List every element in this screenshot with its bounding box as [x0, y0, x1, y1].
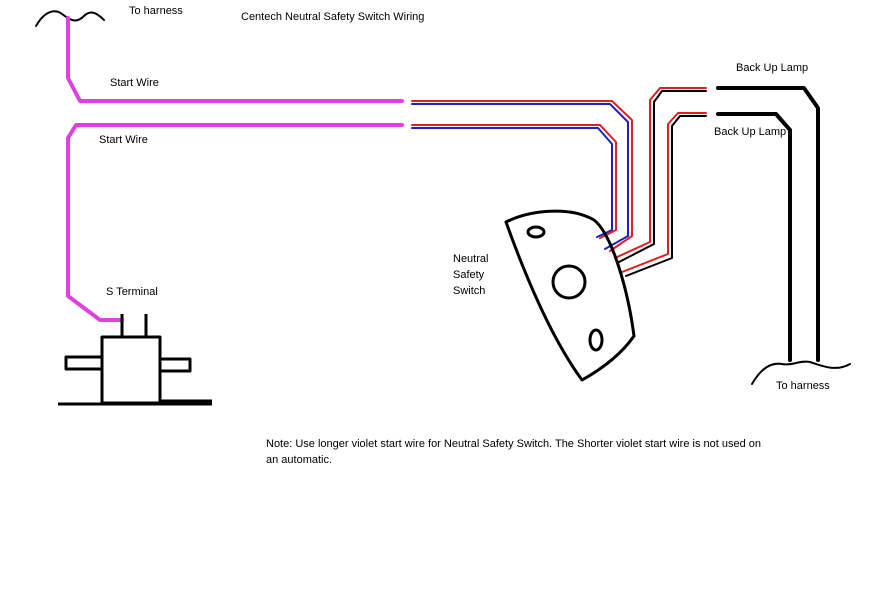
start-wire-upper	[66, 16, 404, 103]
label-neutral-line3: Switch	[453, 285, 486, 297]
back-up-lamp-wire-upper-black	[618, 90, 707, 263]
back-up-lamp-wire-lower-black	[625, 115, 707, 277]
wiring-note: Note: Use longer violet start wire for N…	[266, 438, 762, 466]
switch-wire-lower	[411, 124, 617, 239]
back-up-lamp-wire-upper	[614, 87, 707, 259]
label-start-wire-upper: Start Wire	[110, 77, 159, 89]
label-back-up-lamp-lower: Back Up Lamp	[714, 126, 787, 138]
start-wire-lower	[66, 123, 404, 322]
label-start-wire-lower: Start Wire	[99, 134, 148, 146]
label-to-harness-bottom: To harness	[776, 380, 830, 392]
label-s-terminal: S Terminal	[106, 286, 158, 298]
harness-wire-end-top	[35, 10, 105, 27]
label-neutral-line1: Neutral	[453, 253, 489, 265]
diagram-title: Centech Neutral Safety Switch Wiring	[241, 11, 425, 23]
harness-wire-end-bottom	[751, 360, 851, 385]
label-to-harness-top: To harness	[129, 5, 183, 17]
harness-wire-right-lower	[716, 112, 792, 362]
label-neutral-line2: Safety	[453, 269, 485, 281]
back-up-lamp-wire-lower	[621, 112, 707, 273]
neutral-safety-switch	[504, 209, 636, 382]
switch-wire-upper	[411, 100, 633, 252]
harness-wire-right-upper	[716, 86, 820, 362]
starter-solenoid	[58, 314, 212, 406]
label-back-up-lamp-upper: Back Up Lamp	[736, 62, 809, 74]
